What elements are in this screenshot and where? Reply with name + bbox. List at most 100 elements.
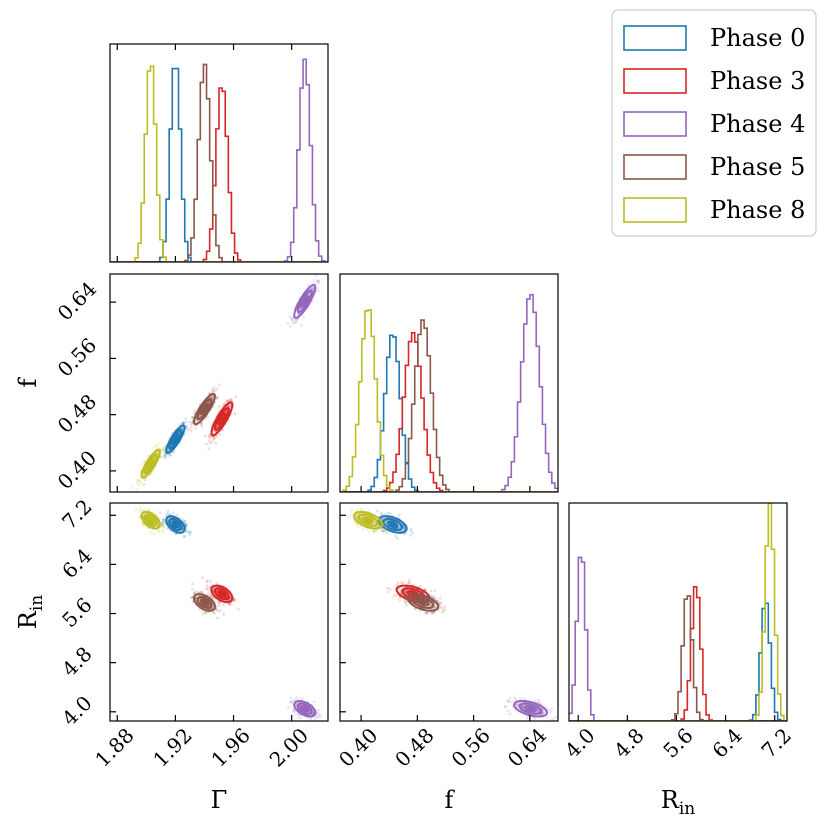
sample-point: [209, 396, 213, 399]
sample-point: [377, 521, 381, 525]
sample-point: [205, 584, 209, 588]
sample-point: [349, 508, 353, 512]
sample-point: [184, 523, 188, 526]
sample-point: [407, 581, 410, 584]
sample-point: [219, 609, 223, 613]
sample-point: [292, 321, 296, 325]
sample-point: [545, 715, 549, 719]
contour-center: [218, 590, 225, 597]
sample-point: [311, 287, 315, 291]
sample-point: [408, 581, 411, 585]
contour-line: [143, 513, 158, 527]
series-phase-4-2d: [286, 274, 325, 328]
sample-point: [430, 594, 434, 598]
legend-label: Phase 0: [710, 24, 805, 52]
sample-point: [233, 599, 237, 603]
contour-line: [406, 593, 440, 612]
sample-point: [164, 456, 168, 460]
sample-point: [209, 580, 213, 584]
sample-point: [166, 453, 169, 457]
sample-point: [432, 610, 436, 614]
sample-point: [372, 529, 375, 533]
contour-line: [411, 595, 435, 610]
sample-point: [206, 579, 210, 583]
sample-point: [222, 612, 226, 616]
sample-point: [163, 447, 166, 451]
sample-point: [191, 582, 195, 586]
x-tick-label: 1.96: [206, 723, 254, 771]
sample-point: [201, 612, 205, 616]
sample-point: [232, 598, 236, 602]
sample-point: [372, 530, 376, 534]
sample-point: [141, 523, 145, 526]
sample-point: [182, 519, 186, 523]
sample-point: [143, 478, 147, 482]
sample-point: [402, 595, 406, 599]
sample-point: [404, 591, 407, 595]
sample-point: [294, 712, 298, 716]
histogram-phase-3: [110, 87, 328, 262]
sample-point: [185, 529, 189, 532]
legend-swatch: [623, 154, 687, 180]
panel-hist-gamma: [110, 58, 328, 262]
sample-point: [162, 449, 166, 453]
sample-point: [536, 708, 540, 712]
sample-point: [384, 529, 388, 533]
sample-point: [385, 531, 389, 535]
sample-point: [440, 606, 444, 610]
sample-point: [139, 480, 142, 484]
sample-point: [537, 709, 541, 713]
sample-point: [508, 696, 512, 700]
sample-point: [188, 530, 192, 534]
sample-point: [401, 581, 405, 585]
series-phase-4-2d: [503, 696, 557, 721]
sample-point: [214, 435, 218, 438]
histogram-phase-8: [340, 309, 558, 492]
contour-line: [210, 401, 234, 437]
legend-label: Phase 3: [710, 67, 805, 95]
sample-point: [373, 521, 377, 525]
x-axis-title-f: f: [445, 786, 456, 814]
sample-point: [211, 388, 215, 392]
sample-point: [183, 534, 187, 538]
sample-point: [402, 526, 406, 529]
panel-rin-vs-gamma: [134, 506, 323, 721]
contour-line: [140, 448, 161, 479]
sample-point: [142, 482, 146, 486]
contour-line: [213, 587, 230, 601]
sample-point: [135, 482, 139, 486]
sample-point: [396, 536, 399, 540]
sample-point: [160, 521, 164, 525]
sample-point: [382, 529, 386, 533]
sample-point: [160, 523, 163, 527]
sample-point: [394, 534, 397, 538]
sample-point: [227, 602, 230, 606]
sample-point: [548, 708, 552, 712]
sample-point: [302, 315, 306, 319]
sample-point: [215, 608, 218, 612]
x-tick-label: 4.8: [609, 723, 648, 762]
sample-point: [402, 527, 406, 531]
sample-point: [216, 424, 220, 428]
sample-point: [194, 427, 197, 430]
sample-point: [317, 708, 321, 712]
series-phase-5-2d: [189, 582, 226, 620]
sample-point: [307, 283, 310, 287]
sample-point: [182, 421, 186, 425]
sample-point: [226, 399, 229, 403]
sample-point: [138, 483, 142, 487]
sample-point: [199, 590, 203, 594]
sample-point: [423, 590, 426, 594]
sample-point: [380, 511, 383, 515]
sample-point: [404, 594, 408, 598]
sample-point: [405, 603, 408, 607]
sample-point: [377, 523, 381, 527]
sample-point: [510, 699, 514, 703]
legend-swatch: [623, 111, 687, 137]
sample-point: [138, 515, 141, 519]
contour-line: [168, 428, 183, 450]
sample-point: [228, 603, 232, 606]
sample-point: [432, 610, 436, 614]
sample-point: [193, 591, 196, 595]
sample-point: [193, 411, 197, 414]
